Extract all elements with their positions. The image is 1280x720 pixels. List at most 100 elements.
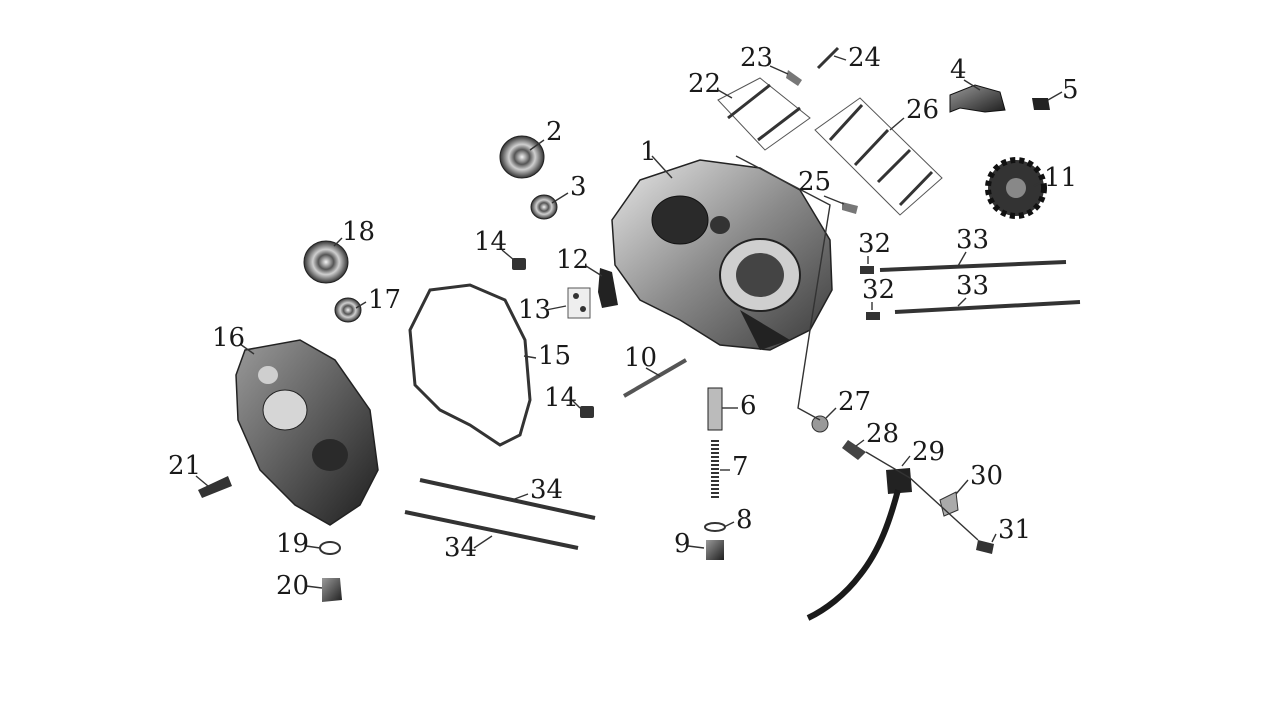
part-number-label: 5 [1062, 75, 1079, 105]
leader-line [957, 297, 967, 307]
bracket-12-part [598, 268, 618, 308]
bushing-17-part [334, 297, 362, 323]
leader-line [195, 475, 209, 487]
part-number-label: 12 [556, 245, 589, 275]
assembly-guide-line [735, 155, 831, 421]
part-number-label: 32 [862, 275, 895, 305]
leader-line [687, 545, 705, 549]
leader-line [651, 155, 673, 179]
part-number-label: 3 [570, 172, 587, 202]
leader-line [501, 249, 515, 261]
leader-line [1033, 181, 1043, 187]
leader-line [963, 79, 981, 91]
leader-line [889, 117, 905, 131]
bolt-set-26-part [814, 97, 943, 216]
leader-line [571, 399, 581, 409]
leader-line [823, 195, 845, 205]
shaft-10-part [622, 358, 688, 398]
leader-line [523, 355, 537, 359]
part-number-label: 33 [956, 271, 989, 301]
part-number-label: 34 [444, 533, 477, 563]
bearing-2-part [499, 135, 545, 179]
leader-line [305, 585, 323, 589]
part-number-label: 27 [838, 387, 871, 417]
part-number-label: 19 [276, 529, 309, 559]
part-number-label: 34 [530, 475, 563, 505]
plug-9-part [706, 540, 724, 560]
part-number-label: 14 [544, 383, 577, 413]
part-number-label: 2 [546, 117, 563, 147]
part-number-label: 7 [732, 452, 749, 482]
nut-32a-part [860, 266, 874, 274]
part-number-label: 14 [474, 227, 507, 257]
leader-line [239, 343, 255, 355]
stud-34a-part [419, 478, 596, 520]
part-number-label: 22 [688, 69, 721, 99]
part-number-label: 13 [518, 295, 551, 325]
o-ring-8-part [704, 522, 726, 532]
stud-21-part [198, 476, 232, 498]
stud-33a-part [879, 260, 1067, 272]
part-number-label: 32 [858, 229, 891, 259]
part-number-label: 25 [798, 167, 831, 197]
part-number-label: 15 [538, 341, 571, 371]
leader-line [1047, 91, 1063, 101]
cable-part [806, 489, 901, 621]
washer-27-part [811, 415, 829, 433]
bushing-3-part [530, 194, 558, 220]
nut-32b-part [866, 312, 880, 320]
part-number-label: 4 [950, 55, 967, 85]
part-number-label: 11 [1044, 163, 1077, 193]
dowel-pin-14b-part [580, 406, 594, 418]
sprocket-11-part [985, 157, 1047, 219]
bolt-24-part [816, 46, 840, 70]
leader-line [333, 237, 343, 247]
lever-4-part [949, 84, 1006, 113]
o-ring-19-part [319, 541, 341, 555]
part-number-label: 8 [736, 505, 753, 535]
part-number-label: 21 [168, 451, 201, 481]
leader-line [551, 192, 569, 204]
part-number-label: 31 [998, 515, 1031, 545]
part-number-label: 10 [624, 343, 657, 373]
part-number-label: 29 [912, 437, 945, 467]
dowel-pin-14a-part [512, 258, 526, 270]
stud-33b-part [894, 300, 1081, 314]
part-number-label: 26 [906, 95, 939, 125]
part-number-label: 28 [866, 419, 899, 449]
bolt-31-part [976, 540, 994, 554]
leader-line [901, 455, 911, 467]
leader-line [511, 493, 529, 501]
leader-line [355, 301, 367, 309]
plug-20-part [322, 578, 342, 602]
part-number-label: 17 [368, 285, 401, 315]
bolt-set-22-part [717, 77, 811, 151]
leader-line [717, 89, 733, 99]
leader-line [473, 535, 493, 549]
stud-34b-part [404, 510, 579, 550]
leader-line [769, 65, 789, 75]
part-number-label: 33 [956, 225, 989, 255]
clamp-30-part [939, 491, 959, 517]
leader-line [991, 533, 997, 543]
filter-6-part [707, 387, 723, 431]
part-number-label: 18 [342, 217, 375, 247]
part-number-label: 24 [848, 43, 881, 73]
leader-line [855, 439, 865, 447]
part-number-label: 23 [740, 43, 773, 73]
part-number-label: 9 [674, 529, 691, 559]
leader-line [585, 265, 603, 277]
bearing-18-part [303, 240, 349, 284]
part-number-label: 30 [970, 461, 1003, 491]
sensor-29-part [886, 468, 912, 494]
leader-line [833, 55, 847, 61]
leader-line [825, 407, 837, 419]
clip-23-part [786, 70, 802, 86]
leader-line [723, 521, 735, 528]
leader-line [645, 367, 661, 377]
part-number-label: 20 [276, 571, 309, 601]
gasket-part [408, 283, 532, 447]
leader-line [305, 545, 321, 549]
bolt-28-part [842, 440, 866, 460]
